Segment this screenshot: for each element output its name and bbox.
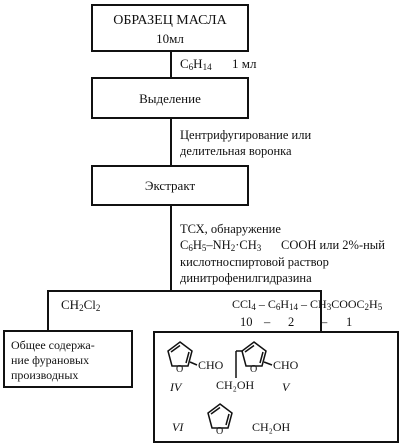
hexane-amount: 1 мл: [232, 56, 257, 71]
furan-vi-oxygen: O: [216, 426, 224, 437]
furan-v-group: CHO: [273, 358, 299, 372]
tlc-line1: ТСХ, обнаружение: [180, 222, 281, 236]
connector-to-total: [47, 290, 49, 331]
solvent-ratio-b: 2: [288, 315, 295, 329]
tlc-line4: динитрофенилгидразина: [180, 271, 312, 285]
furan-iv-oxygen: O: [176, 364, 184, 375]
solvent-ratio-c: 1: [346, 315, 353, 329]
tlc-reagent-formula: C6H5–NH2·CH3: [180, 238, 262, 253]
isolation-label: Выделение: [139, 91, 201, 106]
furan-iv-numeral: IV: [170, 380, 182, 394]
solvent-ratio-dash2: –: [321, 315, 328, 329]
furan-iv-group: CHO: [198, 358, 224, 372]
isolation-box: Выделение: [91, 77, 249, 119]
total-furans-line3: производных: [11, 368, 79, 382]
connector-extract-split: [170, 205, 172, 291]
furan-ring-vi: [207, 403, 233, 429]
total-furans-box: Общее содержа- ние фурановых производных: [3, 330, 133, 388]
extract-label: Экстракт: [144, 178, 196, 193]
furan-ring-iv: [167, 341, 198, 367]
total-furans-line1: Общее содержа-: [11, 338, 95, 352]
total-furans-line2: ние фурановых: [11, 353, 90, 367]
solvent-mixture-formula: CCl4 – C6H14 – CH3COOC2H5: [232, 297, 383, 312]
furan-v-subgroup: CH₂OH: [216, 378, 255, 392]
centrifuge-line2: делительная воронка: [180, 144, 292, 158]
extract-box: Экстракт: [91, 165, 249, 206]
sample-box: ОБРАЗЕЦ МАСЛА 10мл: [91, 4, 249, 52]
solvent-ratio-dash1: –: [264, 315, 271, 329]
connector-to-compounds: [320, 290, 322, 332]
connector-isolation-extract: [170, 118, 172, 166]
furan-vi-numeral: VI: [172, 420, 184, 434]
tlc-line3: кислотноспиртовой раствор: [180, 255, 329, 269]
compounds-box: [153, 331, 399, 443]
sample-title: ОБРАЗЕЦ МАСЛА: [113, 13, 227, 28]
connector-split-horizontal: [48, 290, 322, 292]
furan-v-numeral: V: [282, 380, 290, 394]
furan-v-oxygen: O: [250, 364, 258, 375]
centrifuge-line1: Центрифугирование или: [180, 128, 312, 142]
dichloromethane-label: CH2Cl2: [61, 297, 101, 313]
connector-sample-isolation: [170, 51, 172, 78]
solvent-ratio-a: 10: [240, 315, 253, 329]
furan-vi-group: CH₂OH: [252, 420, 291, 434]
tlc-line2-tail: COOH или 2%-ный: [281, 238, 385, 252]
sample-volume: 10мл: [156, 31, 184, 46]
furan-ring-v: [235, 341, 273, 378]
hexane-formula: C6H14: [180, 56, 212, 72]
